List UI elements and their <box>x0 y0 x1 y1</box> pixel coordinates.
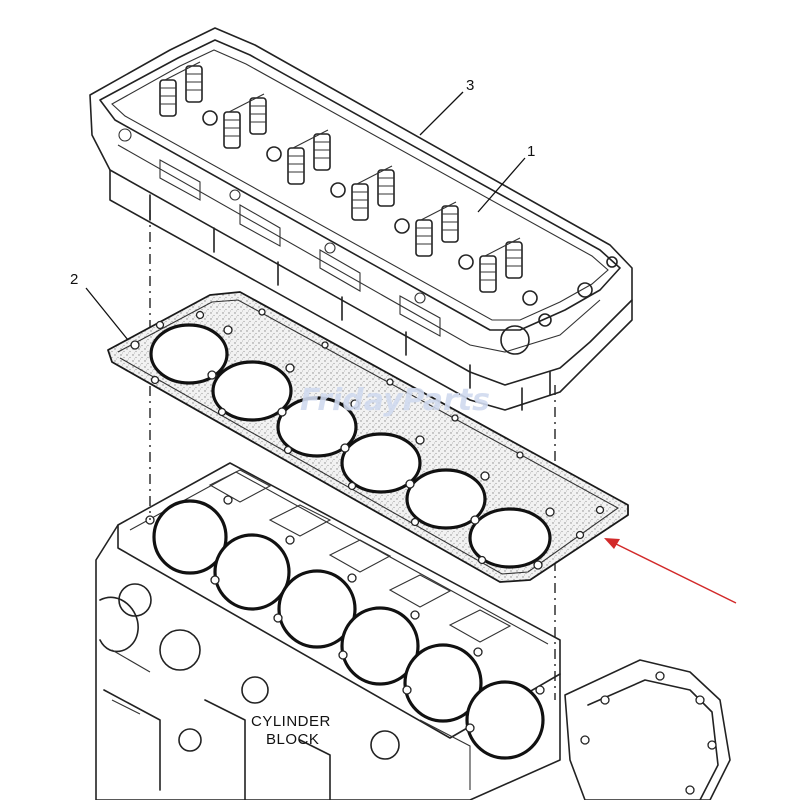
block-bore-3 <box>277 569 357 649</box>
callout-1: 1 <box>477 143 535 213</box>
valve-pair-1 <box>159 65 203 117</box>
gasket-bore-2 <box>211 360 293 422</box>
block-bore-4 <box>340 606 420 686</box>
callout-2: 2 <box>70 271 129 341</box>
callout-1-label: 1 <box>527 143 535 160</box>
gasket-holes <box>130 308 605 570</box>
gasket-bore-3 <box>276 396 358 458</box>
watermark: FridayParts <box>300 383 490 418</box>
valve-pair-4 <box>351 169 395 221</box>
gasket-bore-6 <box>468 507 552 569</box>
gasket-bores <box>149 323 552 569</box>
block-label-line1: CYLINDER <box>251 713 331 730</box>
valve-pair-6 <box>479 241 523 293</box>
gasket-bore-5 <box>405 468 487 530</box>
valve-pair-5 <box>415 205 459 257</box>
valve-pair-2 <box>223 97 267 149</box>
block-bores <box>152 499 545 760</box>
block-bore-6 <box>465 680 545 760</box>
gasket-bore-4 <box>340 432 422 494</box>
block-bolt-holes <box>145 495 545 733</box>
gasket-bore-1 <box>149 323 229 385</box>
block-bore-2 <box>213 533 291 611</box>
callout-3: 3 <box>419 77 474 136</box>
cylinder-head <box>89 27 633 411</box>
block-label-line2: BLOCK <box>266 731 319 748</box>
valve-pair-3 <box>287 133 331 185</box>
block-bore-1 <box>152 499 228 575</box>
callout-2-label: 2 <box>70 271 78 288</box>
callout-3-label: 3 <box>466 77 474 94</box>
red-pointer-arrow <box>604 538 737 604</box>
block-bore-5 <box>403 643 483 723</box>
valve-train <box>159 61 538 306</box>
